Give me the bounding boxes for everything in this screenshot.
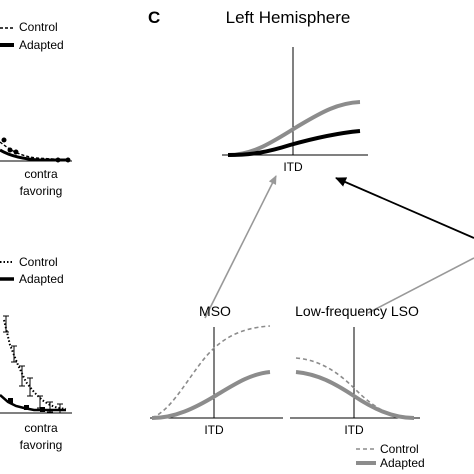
control-curve-b xyxy=(3,319,67,410)
top-itd-label: ITD xyxy=(283,160,303,174)
top-black-curve xyxy=(227,129,361,157)
lso-adapted-curve xyxy=(295,370,415,420)
panel-c: C Left Hemisphere ITD MSO Low-frequency … xyxy=(148,8,474,470)
data-point-a xyxy=(65,157,71,163)
data-point-a xyxy=(55,157,61,163)
lso-label: Low-frequency LSO xyxy=(295,303,419,319)
panel-a-partial: Control Adapted contra favoring xyxy=(0,20,72,198)
mso-plot: ITD xyxy=(150,325,283,437)
legend-adapted-label-c: Adapted xyxy=(380,456,425,470)
legend-control-label-b: Control xyxy=(19,255,58,269)
data-point-a xyxy=(1,137,7,143)
legend-control-label-c: Control xyxy=(380,442,419,456)
axis-label-a-line1: contra xyxy=(24,167,58,181)
panel-letter-c: C xyxy=(148,8,160,27)
legend-control-label-a: Control xyxy=(19,20,58,34)
axis-label-b-line2: favoring xyxy=(20,438,63,452)
external-to-lso-line xyxy=(367,257,474,314)
error-bars-b xyxy=(3,315,63,414)
adapted-curve-a xyxy=(0,148,70,162)
data-point-b xyxy=(40,407,45,412)
top-gray-curve xyxy=(227,100,361,157)
top-itd-plot: ITD xyxy=(222,47,368,174)
lso-itd-label: ITD xyxy=(344,423,364,437)
data-point-b xyxy=(24,405,29,410)
panel-c-legend: Control Adapted xyxy=(356,442,425,470)
legend-adapted-label-b: Adapted xyxy=(19,272,64,286)
legend-adapted-label-a: Adapted xyxy=(19,38,64,52)
panel-b-partial: Control Adapted contra favoring xyxy=(0,255,72,452)
mso-label: MSO xyxy=(199,303,231,319)
data-point-b xyxy=(8,398,13,403)
data-point-a xyxy=(13,149,19,155)
panel-c-title: Left Hemisphere xyxy=(226,8,351,27)
axis-label-a-line2: favoring xyxy=(20,184,63,198)
mso-control-curve xyxy=(151,325,271,419)
lso-plot: ITD xyxy=(290,327,420,437)
mso-to-top-arrow xyxy=(204,175,277,319)
mso-adapted-curve xyxy=(151,370,271,420)
data-point-a xyxy=(7,147,13,153)
axis-label-b-line1: contra xyxy=(24,421,58,435)
mso-itd-label: ITD xyxy=(204,423,224,437)
external-to-top-arrow xyxy=(335,177,474,239)
